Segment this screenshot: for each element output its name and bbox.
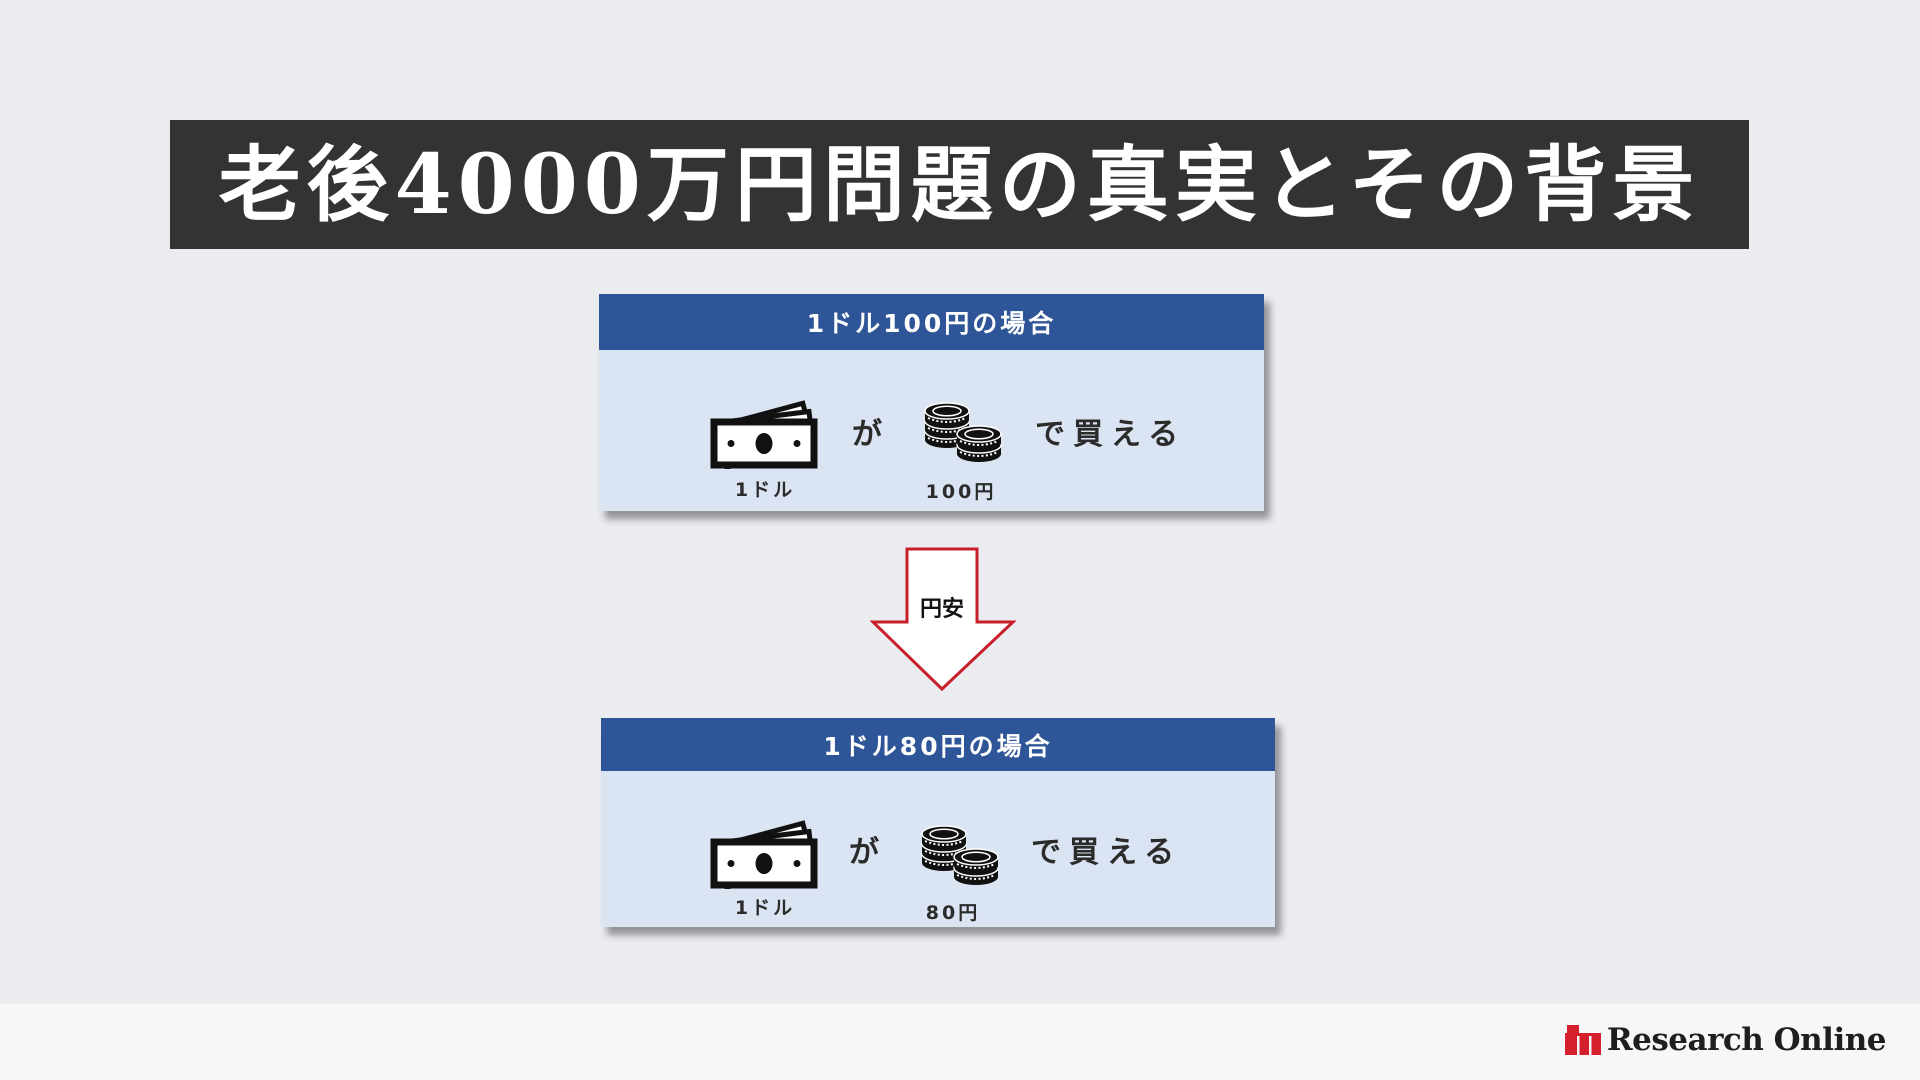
card-header: 1ドル100円の場合	[599, 294, 1264, 350]
coin-label: 100円	[925, 481, 997, 503]
bill-label: 1ドル	[734, 479, 796, 501]
card-header: 1ドル80円の場合	[601, 718, 1275, 771]
coin-stack-icon	[918, 823, 1002, 887]
research-online-logo-icon	[1564, 1025, 1601, 1055]
buy-text: で買える	[1035, 417, 1187, 452]
down-arrow-icon: 円安	[870, 546, 1016, 692]
brand-name: Research Online	[1606, 1022, 1887, 1058]
title-banner: 老後4000万円問題の真実とその背景	[170, 120, 1749, 249]
coin-label: 80円	[925, 902, 981, 924]
coin-stack-icon	[921, 400, 1005, 464]
dollar-bill-icon	[710, 812, 818, 889]
connector-text: が	[852, 417, 890, 452]
brand: Research Online	[1564, 1022, 1887, 1058]
arrow-label: 円安	[920, 596, 964, 622]
footer: Research Online	[0, 1004, 1920, 1080]
exchange-card-100: 1ドル100円の場合 1ドル が 100円 で買える	[599, 294, 1264, 511]
exchange-card-80: 1ドル80円の場合 1ドル が 80円 で買える	[601, 718, 1275, 927]
connector-text: が	[849, 835, 887, 870]
page-title: 老後4000万円問題の真実とその背景	[218, 136, 1701, 233]
buy-text: で買える	[1031, 835, 1183, 870]
dollar-bill-icon	[710, 392, 818, 469]
bill-label: 1ドル	[734, 897, 796, 919]
